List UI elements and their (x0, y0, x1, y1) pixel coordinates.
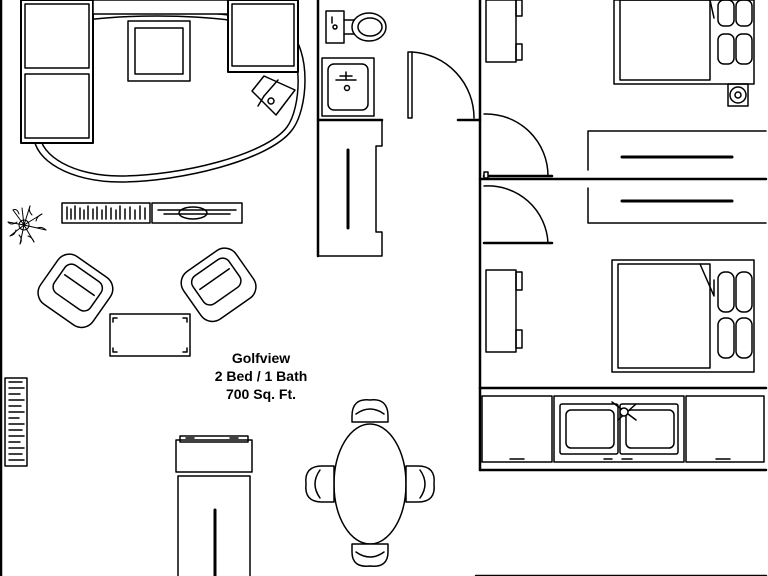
dining-chair-right (405, 465, 435, 503)
bedroom-closets (587, 130, 767, 224)
side-table (251, 75, 296, 116)
bedroom-2-door (483, 185, 549, 244)
plan-name: Golfview (231, 350, 291, 366)
ottoman (127, 20, 191, 82)
entry-closet (177, 475, 251, 576)
kitchen-counter (481, 395, 765, 463)
entry-cabinet (175, 435, 253, 473)
armchair-right (180, 247, 257, 323)
nightstand-2 (485, 269, 523, 353)
hall-closet (317, 119, 383, 257)
tv-console (151, 202, 243, 224)
bed-1 (613, 0, 755, 107)
plan-layout: 2 Bed / 1 Bath (214, 368, 308, 384)
side-bookshelf (4, 377, 28, 467)
bathroom-door (407, 51, 475, 119)
dining-chair-left (305, 465, 335, 503)
bed-2 (611, 259, 755, 373)
kitchen-sink-icon (559, 401, 679, 460)
dining-table (333, 423, 407, 545)
armchair-left (37, 253, 114, 329)
plan-area: 700 Sq. Ft. (225, 386, 297, 402)
plan-label: Golfview 2 Bed / 1 Bath 700 Sq. Ft. (186, 349, 336, 403)
toilet-icon (325, 10, 387, 44)
sectional-sofa (20, 0, 299, 144)
bathroom-sink-icon (321, 57, 375, 117)
bookshelf (61, 202, 151, 224)
bedroom-1-door (483, 113, 549, 179)
coffee-table (109, 313, 191, 357)
potted-plant-icon (7, 205, 47, 245)
dining-chair-top (351, 399, 389, 423)
nightstand-1 (485, 0, 523, 63)
dining-chair-bottom (351, 543, 389, 567)
